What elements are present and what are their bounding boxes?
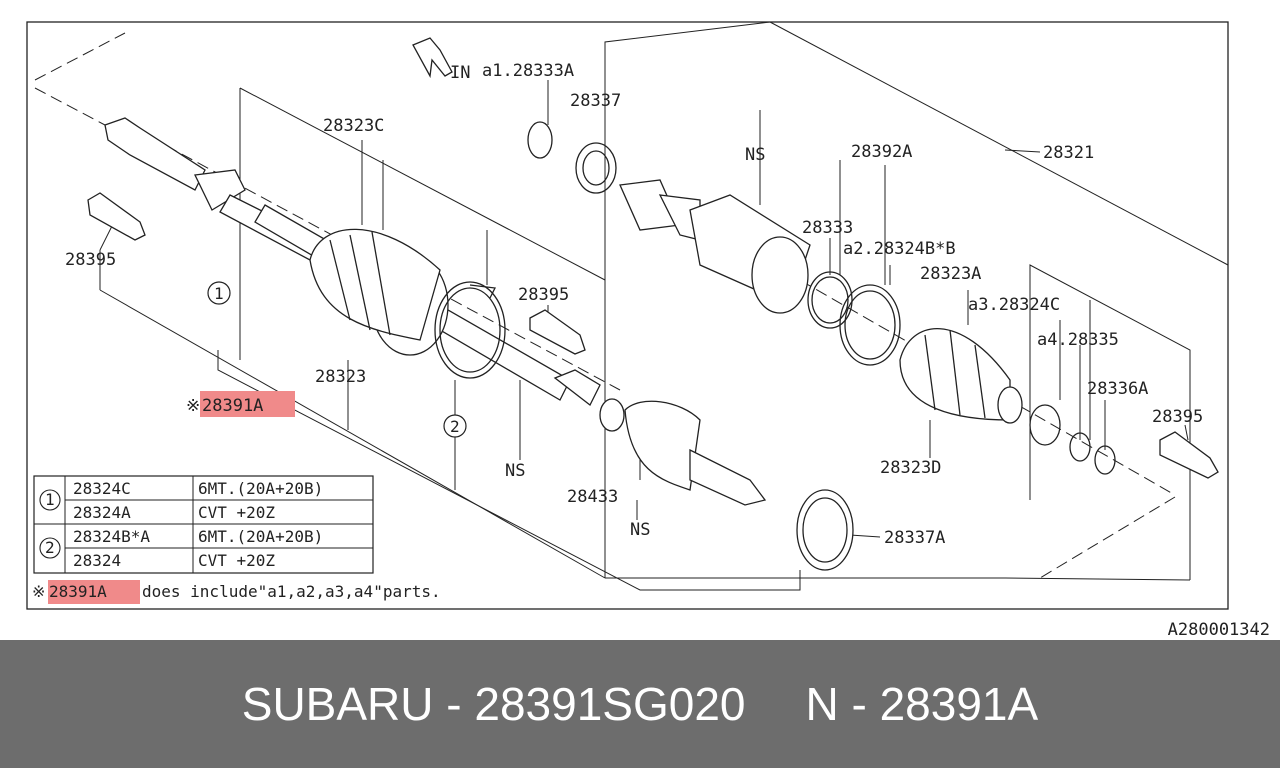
label-28392A: 28392A — [851, 142, 912, 162]
circle-marker-1: 1 — [207, 281, 231, 305]
table-row: 28324 — [73, 551, 121, 570]
label-ns-top: NS — [745, 145, 765, 165]
svg-text:1: 1 — [45, 490, 55, 509]
lower-joint — [553, 369, 854, 571]
snap-ring-top — [527, 121, 617, 194]
brand-part-number: SUBARU - 28391SG020 — [241, 678, 746, 730]
table-row: CVT +20Z — [198, 503, 275, 522]
direction-label: IN — [450, 63, 470, 83]
label-28333: 28333 — [802, 218, 853, 238]
label-28337A: 28337A — [884, 528, 945, 548]
reference-code: A280001342 — [1167, 620, 1270, 640]
table-row: 28324B*A — [73, 527, 150, 546]
part-28395-right — [1159, 431, 1219, 479]
table-row: 6MT.(20A+20B) — [198, 479, 323, 498]
label-a4: a4.28335 — [1037, 330, 1119, 350]
label-a1: a1.28333A — [482, 61, 574, 81]
label-ns-mid: NS — [505, 461, 525, 481]
diagram-frame — [26, 21, 1229, 610]
circle-marker-2: 2 — [443, 414, 467, 438]
table-row: 6MT.(20A+20B) — [198, 527, 323, 546]
label-28395-left: 28395 — [65, 250, 116, 270]
part-28395-left — [87, 192, 146, 241]
label-28395-right: 28395 — [1152, 407, 1203, 427]
direction-arrow-icon — [412, 37, 453, 79]
assembly-bracket — [99, 21, 1229, 591]
label-ns-low: NS — [630, 520, 650, 540]
label-28321: 28321 — [1043, 143, 1094, 163]
table-row: CVT +20Z — [198, 551, 275, 570]
oem-part-number: N - 28391A — [805, 678, 1039, 730]
svg-text:2: 2 — [450, 417, 460, 436]
label-28391A: 28391A — [202, 396, 263, 416]
note-highlight — [48, 580, 140, 604]
leader-lines — [99, 80, 1189, 538]
label-a2: a2.28324B*B — [843, 239, 956, 259]
clamp-band — [434, 281, 506, 379]
label-28395-mid: 28395 — [518, 285, 569, 305]
footer-bar: SUBARU - 28391SG020 N - 28391A — [0, 640, 1280, 768]
rings-right — [1029, 404, 1116, 475]
inner-boot — [309, 228, 449, 356]
svg-text:1: 1 — [214, 284, 224, 303]
highlight-28391A — [200, 391, 295, 417]
note-part: 28391A — [49, 582, 107, 601]
rings-mid — [807, 271, 901, 366]
svg-text:2: 2 — [45, 538, 55, 557]
label-28323C: 28323C — [323, 116, 384, 136]
label-a3: a3.28324C — [968, 295, 1060, 315]
outer-boot — [899, 328, 1023, 424]
exploded-drive-shaft-diagram: IN a1.28333A 28337 28323C NS 28392A 2832… — [26, 21, 1229, 610]
part-28395-mid — [529, 309, 586, 355]
table-row: 28324C — [73, 479, 131, 498]
table-group-1-marker: 1 — [39, 489, 61, 511]
label-28336A: 28336A — [1087, 379, 1148, 399]
spec-table: 1 2 28324C 6MT.(20A+20B) 28324A CVT +20Z… — [33, 475, 374, 574]
note-text: does include"a1,a2,a3,a4"parts. — [142, 582, 441, 601]
table-group-2-marker: 2 — [39, 537, 61, 559]
star-mark: ※ — [186, 396, 200, 416]
label-28323A: 28323A — [920, 264, 981, 284]
label-28323: 28323 — [315, 367, 366, 387]
note-mark: ※ — [32, 582, 45, 601]
label-28337: 28337 — [570, 91, 621, 111]
label-28433: 28433 — [567, 487, 618, 507]
label-28323D: 28323D — [880, 458, 941, 478]
outer-joint — [619, 179, 811, 314]
table-row: 28324A — [73, 503, 131, 522]
